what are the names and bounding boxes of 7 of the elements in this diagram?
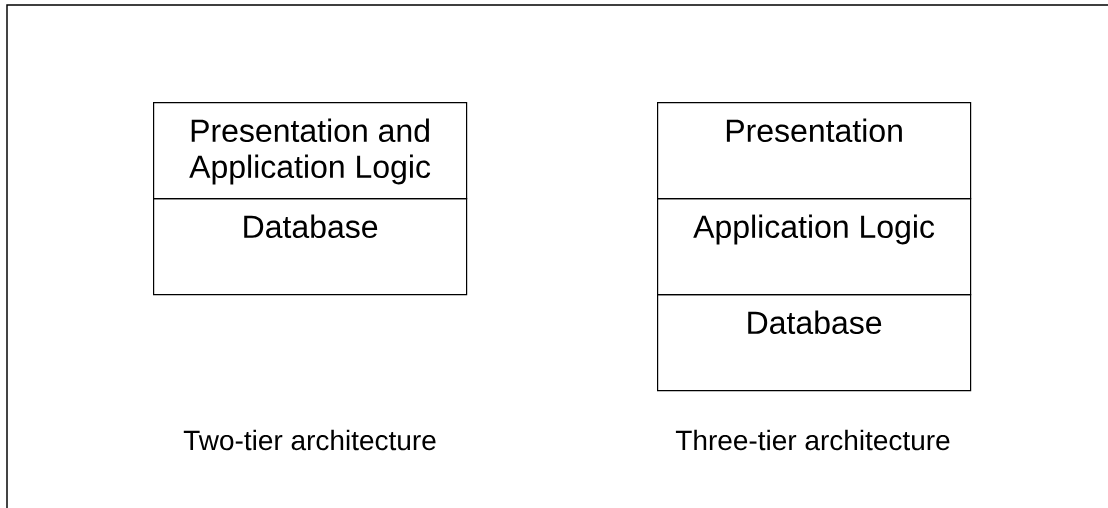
tier-box: Presentation — [657, 102, 972, 200]
tier-box: Database — [153, 198, 468, 296]
tier-box: Application Logic — [657, 198, 972, 296]
tier-box: Database — [657, 294, 972, 392]
caption: Three-tier architecture — [675, 429, 950, 451]
caption: Two-tier architecture — [183, 429, 436, 451]
tier-box: Presentation and Application Logic — [153, 102, 468, 200]
